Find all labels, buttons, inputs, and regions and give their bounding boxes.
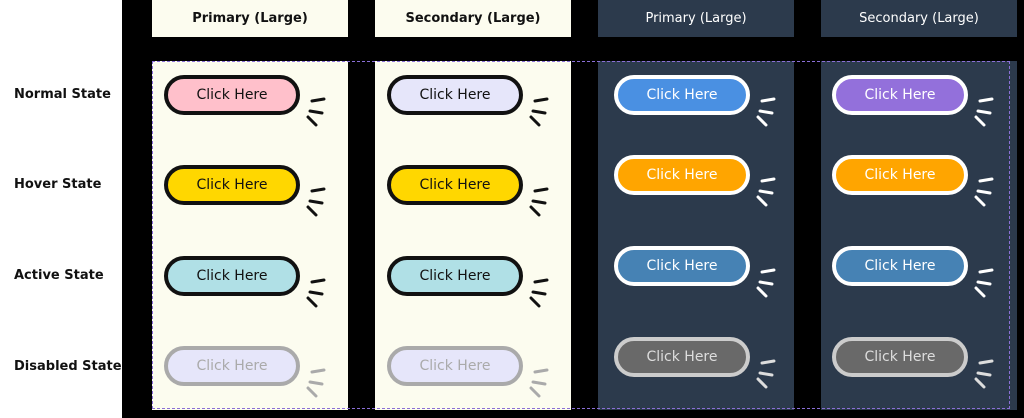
click-here-button-light-secondary-hover[interactable]: Click Here [387,165,523,205]
click-here-button-light-secondary-active[interactable]: Click Here [387,256,523,296]
click-here-button-dark-primary-active[interactable]: Click Here [614,246,750,286]
sparkle-icon [306,278,326,308]
row-label-active: Active State [14,268,104,283]
sparkle-icon [306,368,326,398]
click-here-button-light-primary-disabled[interactable]: Click Here [164,346,300,386]
click-here-button-dark-primary-disabled[interactable]: Click Here [614,337,750,377]
sparkle-icon [306,97,326,127]
column-header-primary-dark: Primary (Large) [598,0,794,37]
sparkle-icon [756,268,776,298]
sparkle-icon [974,268,994,298]
sparkle-icon [756,359,776,389]
sparkle-icon [529,187,549,217]
sparkle-icon [529,368,549,398]
sparkle-icon [974,359,994,389]
column-header-secondary-light: Secondary (Large) [375,0,571,37]
click-here-button-dark-secondary-hover[interactable]: Click Here [832,155,968,195]
row-label-normal: Normal State [14,87,111,102]
click-here-button-dark-secondary-disabled[interactable]: Click Here [832,337,968,377]
sparkle-icon [529,97,549,127]
click-here-button-light-primary-normal[interactable]: Click Here [164,75,300,115]
click-here-button-light-secondary-disabled[interactable]: Click Here [387,346,523,386]
sparkle-icon [974,97,994,127]
sparkle-icon [756,177,776,207]
column-header-primary-light: Primary (Large) [152,0,348,37]
sparkle-icon [756,97,776,127]
sparkle-icon [974,177,994,207]
column-header-secondary-dark: Secondary (Large) [821,0,1017,37]
click-here-button-light-primary-hover[interactable]: Click Here [164,165,300,205]
row-label-disabled: Disabled State [14,359,122,374]
click-here-button-light-primary-active[interactable]: Click Here [164,256,300,296]
click-here-button-dark-primary-normal[interactable]: Click Here [614,75,750,115]
sparkle-icon [529,278,549,308]
click-here-button-dark-primary-hover[interactable]: Click Here [614,155,750,195]
click-here-button-dark-secondary-active[interactable]: Click Here [832,246,968,286]
row-labels-panel: Normal State Hover State Active State Di… [0,0,122,418]
row-label-hover: Hover State [14,177,102,192]
sparkle-icon [306,187,326,217]
click-here-button-light-secondary-normal[interactable]: Click Here [387,75,523,115]
click-here-button-dark-secondary-normal[interactable]: Click Here [832,75,968,115]
